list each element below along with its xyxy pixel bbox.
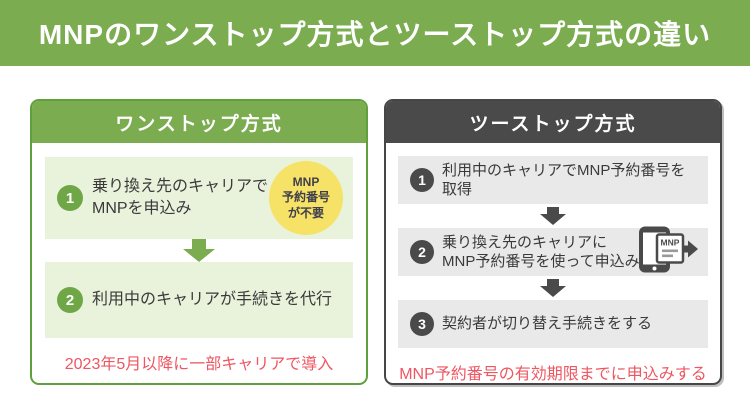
arrow-stem	[192, 239, 206, 249]
down-arrow-icon	[183, 239, 215, 262]
two-stop-header: ツーストップ方式	[386, 101, 720, 143]
step-line: 契約者が切り替え手続きをする	[442, 315, 653, 333]
badge-line: MNP	[292, 174, 320, 189]
one-stop-body: 1 乗り換え先のキャリアで MNPを申込み MNP 予約番号 が不要 2 利用	[32, 143, 366, 383]
step-text: 乗り換え先のキャリアで MNPを申込み	[92, 176, 268, 219]
comparison-panels: ワンストップ方式 1 乗り換え先のキャリアで MNPを申込み MNP 予約番号 …	[30, 99, 722, 385]
down-arrow-icon	[540, 279, 566, 297]
step-number-badge: 1	[410, 168, 434, 192]
one-stop-title: ワンストップ方式	[115, 113, 283, 135]
step-number-badge: 1	[57, 185, 83, 211]
mnp-card-label: MNP	[661, 238, 680, 248]
two-stop-step-3: 3 契約者が切り替え手続きをする	[398, 300, 708, 348]
card-line	[662, 254, 673, 258]
step-line: 乗り換え先のキャリアに	[442, 233, 608, 251]
phone-mnp-icon: MNP	[638, 226, 700, 279]
two-stop-panel: ツーストップ方式 1 利用中のキャリアでMNP予約番号を取得 2 乗り換え先のキ…	[384, 99, 722, 385]
step-line: MNP予約番号を使って申込み	[442, 253, 640, 270]
arrow-head	[540, 286, 566, 297]
arrow-stem	[547, 279, 559, 286]
title-banner: MNPのワンストップ方式とツーストップ方式の違い	[0, 0, 750, 66]
mnp-not-required-badge: MNP 予約番号 が不要	[269, 161, 343, 235]
two-stop-note: MNP予約番号の有効期限までに申込みする	[399, 366, 707, 383]
card-line	[662, 249, 678, 253]
step-line: MNPを申込み	[92, 200, 192, 217]
down-arrow-icon	[540, 207, 566, 225]
step-text: 乗り換え先のキャリアに MNP予約番号を使って申込み	[442, 233, 640, 272]
two-stop-title: ツーストップ方式	[469, 113, 637, 135]
two-stop-body: 1 利用中のキャリアでMNP予約番号を取得 2 乗り換え先のキャリアに MNP予…	[386, 143, 720, 383]
one-stop-note: 2023年5月以降に一部キャリアで導入	[64, 356, 334, 373]
arrow-stem	[547, 207, 559, 214]
step-line: 利用中のキャリアでMNP予約番号を取得	[442, 161, 686, 199]
one-stop-step-1: 1 乗り換え先のキャリアで MNPを申込み MNP 予約番号 が不要	[45, 157, 353, 239]
step-text: 利用中のキャリアでMNP予約番号を取得	[442, 161, 696, 200]
step-number-badge: 2	[410, 240, 434, 264]
step-line: 利用中のキャリアが手続きを代行	[92, 291, 333, 309]
arrow-head	[183, 249, 215, 262]
step-text: 利用中のキャリアが手続きを代行	[92, 289, 332, 311]
one-stop-header: ワンストップ方式	[32, 101, 366, 143]
one-stop-panel: ワンストップ方式 1 乗り換え先のキャリアで MNPを申込み MNP 予約番号 …	[30, 99, 368, 385]
step-line: 乗り換え先のキャリアで	[92, 178, 269, 196]
phone-home-dot	[652, 266, 657, 271]
two-stop-step-1: 1 利用中のキャリアでMNP予約番号を取得	[398, 156, 708, 204]
badge-line: 予約番号	[281, 190, 330, 205]
step-number-badge: 2	[57, 287, 83, 313]
arrow-head	[540, 214, 566, 225]
page-title: MNPのワンストップ方式とツーストップ方式の違い	[38, 19, 712, 50]
right-arrow-icon	[684, 240, 698, 258]
step-number-badge: 3	[410, 312, 434, 336]
badge-line: が不要	[287, 205, 324, 220]
two-stop-step-2: 2 乗り換え先のキャリアに MNP予約番号を使って申込み MNP	[398, 226, 708, 279]
one-stop-step-2: 2 利用中のキャリアが手続きを代行	[45, 262, 353, 338]
step-text: 契約者が切り替え手続きをする	[442, 314, 652, 334]
phone-mnp-svg: MNP	[639, 226, 698, 273]
